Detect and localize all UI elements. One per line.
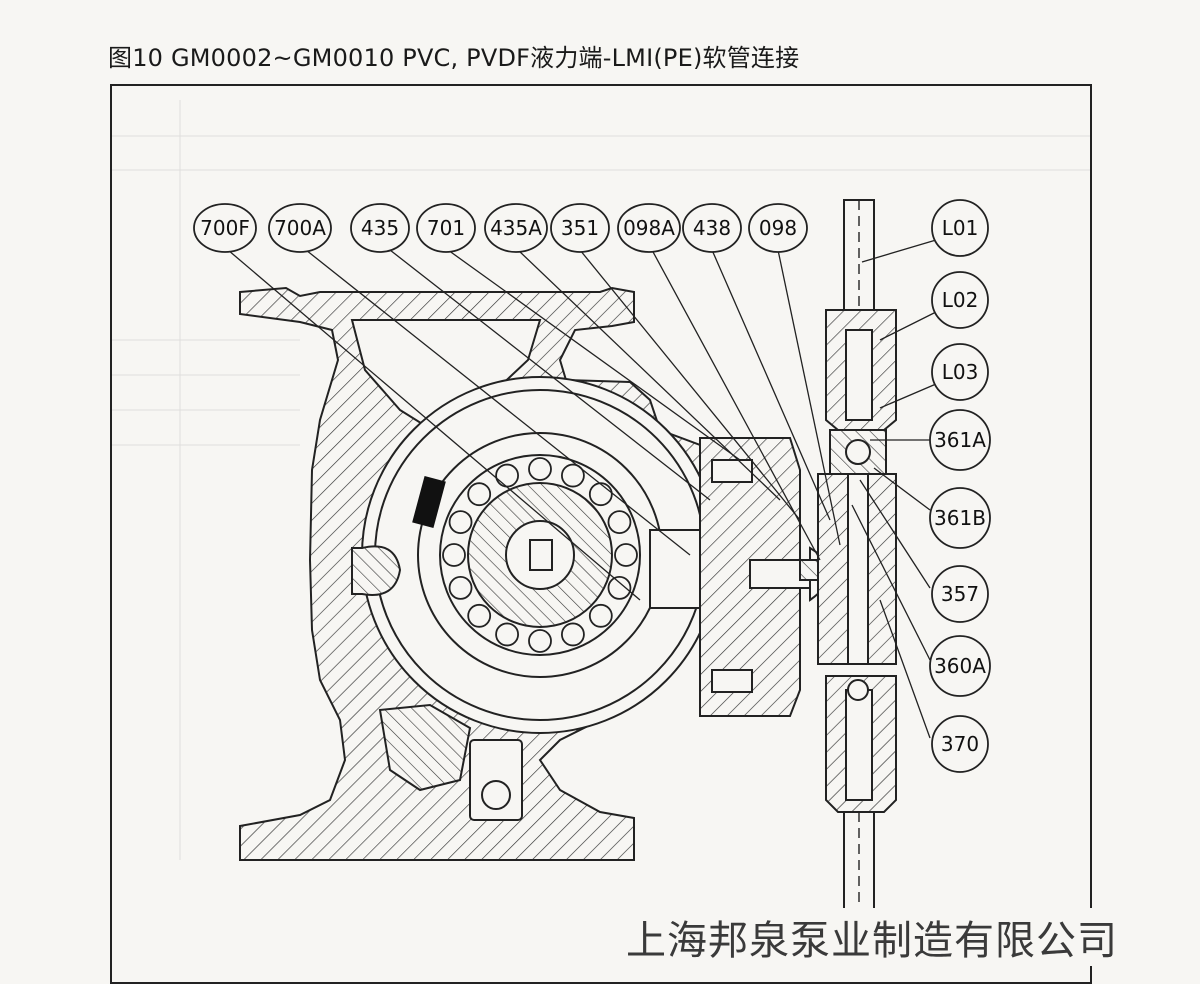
callout-700A: 700A	[268, 203, 332, 253]
callout-435A: 435A	[484, 203, 548, 253]
bearing-ball	[448, 576, 473, 600]
bearing-ball	[614, 543, 638, 567]
callout-L03: L03	[931, 343, 989, 401]
callout-L01: L01	[931, 199, 989, 257]
leader-lines	[227, 239, 937, 739]
callout-label: 700A	[274, 216, 326, 240]
ghost-table	[112, 100, 1090, 860]
bearing-ball	[442, 543, 466, 567]
valve-and-tube-stack	[817, 199, 897, 913]
callout-label: 357	[941, 582, 979, 606]
bearing-ball	[607, 576, 632, 600]
bearing-ball	[588, 603, 613, 628]
callout-label: 370	[941, 732, 979, 756]
right-callouts: L01 L02 L03 361A 361B 357 360A 370	[929, 199, 991, 773]
bearing-ball	[528, 457, 552, 481]
bearing-ball	[448, 510, 473, 534]
callout-label: 435A	[490, 216, 542, 240]
callout-360A: 360A	[929, 635, 991, 697]
callout-label: L01	[942, 216, 979, 240]
housing-bottom-ports	[378, 703, 523, 821]
bearing-ball	[528, 629, 552, 653]
callout-label: 351	[561, 216, 599, 240]
callout-701: 701	[416, 203, 476, 253]
callout-label: 361A	[934, 428, 986, 452]
callout-label: 701	[427, 216, 465, 240]
callout-357: 357	[931, 565, 989, 623]
callout-label: 435	[361, 216, 399, 240]
callout-label: 098	[759, 216, 797, 240]
bearing-ball	[607, 510, 632, 534]
callout-label: 361B	[934, 506, 986, 530]
black-marker	[412, 475, 446, 529]
callout-370: 370	[931, 715, 989, 773]
callout-435: 435	[350, 203, 410, 253]
callout-label: 098A	[623, 216, 675, 240]
callout-098: 098	[748, 203, 808, 253]
callout-438: 438	[682, 203, 742, 253]
callout-351: 351	[550, 203, 610, 253]
callout-361A: 361A	[929, 409, 991, 471]
callout-label: L02	[942, 288, 979, 312]
company-name: 上海邦泉泵业制造有限公司	[622, 908, 1122, 966]
callout-label: 700F	[200, 216, 250, 240]
callout-L02: L02	[931, 271, 989, 329]
callout-label: 360A	[934, 654, 986, 678]
callout-label: L03	[942, 360, 979, 384]
bearing-ball	[495, 622, 519, 647]
side-knob	[351, 545, 402, 596]
bearing-ball	[495, 463, 519, 488]
callout-098A: 098A	[617, 203, 681, 253]
callout-361B: 361B	[929, 487, 991, 549]
callout-700F: 700F	[193, 203, 257, 253]
bearing-ball	[588, 482, 613, 507]
bearing-ball	[561, 463, 585, 488]
callout-label: 438	[693, 216, 731, 240]
bearing-ball	[561, 622, 585, 647]
figure-title: 图10 GM0002~GM0010 PVC, PVDF液力端-LMI(PE)软管…	[108, 44, 800, 72]
top-callouts: 700F 700A 435 701 435A 351 098A 438 098	[193, 203, 808, 253]
bearing-ball	[467, 603, 492, 628]
bearing-ball	[467, 482, 492, 507]
